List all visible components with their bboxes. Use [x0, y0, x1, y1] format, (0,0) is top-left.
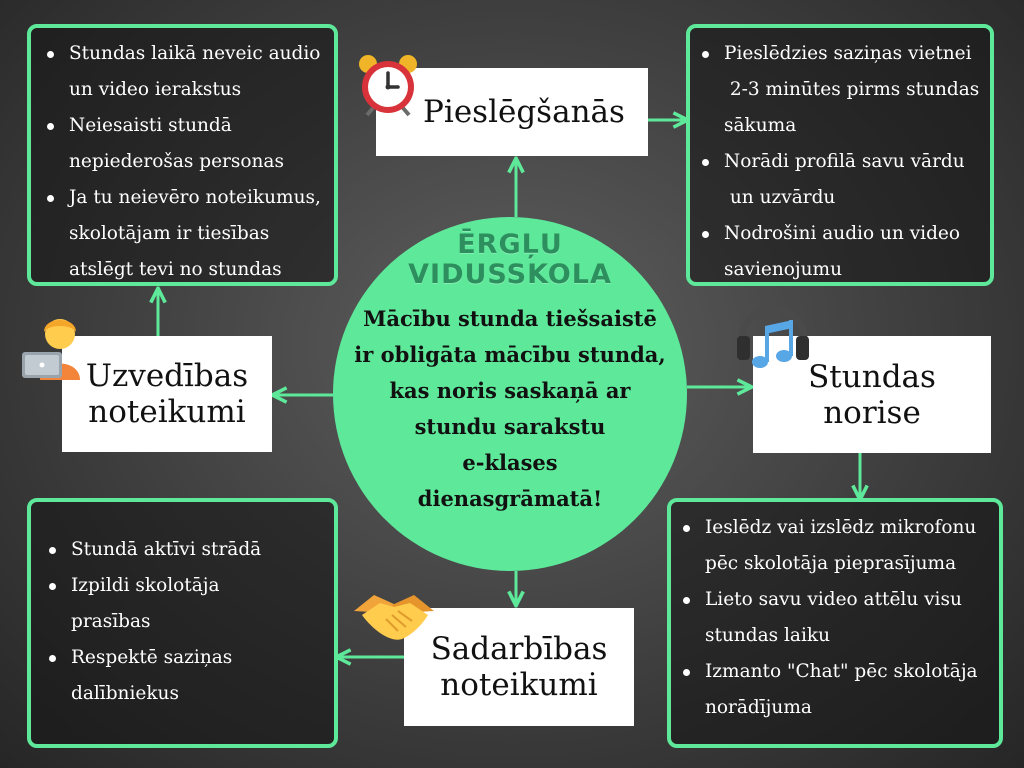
label-text: Pieslēgšanās	[423, 94, 625, 130]
list-item: Pieslēdzies saziņas vietnei 2-3 minūtes …	[694, 36, 986, 144]
label-uzvedibas-noteikumi: Uzvedības noteikumi	[62, 336, 272, 452]
message-line: Mācību stunda tiešsaistē	[363, 306, 657, 331]
center-message: Mācību stunda tiešsaistē ir obligāta māc…	[333, 301, 687, 517]
list-item: Norādi profilā savu vārdu un uzvārdu	[694, 144, 986, 216]
handshake-icon	[354, 595, 434, 640]
label-text: Uzvedības	[85, 358, 249, 394]
label-sadarbibas-noteikumi: Sadarbības noteikumi	[404, 608, 634, 726]
person-laptop-icon	[22, 319, 80, 380]
label-text: norise	[823, 394, 921, 431]
panel-top-right: Pieslēdzies saziņas vietnei 2-3 minūtes …	[686, 24, 994, 286]
school-name-line2: VIDUSSKOLA	[408, 259, 612, 290]
message-line: e-klases	[462, 450, 558, 475]
school-name-line1: ĒRGĻU	[457, 229, 563, 260]
message-line: ir obligāta mācību stunda,	[354, 342, 666, 367]
label-stundas-norise: Stundas norise	[753, 336, 991, 453]
list-item: Stundā aktīvi strādā	[41, 532, 328, 568]
headphones-music-icon	[737, 305, 809, 368]
alarm-clock-icon	[359, 55, 417, 117]
panel-list: Pieslēdzies saziņas vietnei 2-3 minūtes …	[694, 36, 986, 288]
message-line: stundu sarakstu	[414, 414, 606, 439]
list-item: Ja tu neievēro noteikumus,skolotājam ir …	[39, 180, 328, 288]
label-text: Sadarbības	[430, 631, 608, 667]
label-text: Stundas	[808, 358, 936, 395]
message-line: dienasgrāmatā!	[417, 486, 603, 511]
label-pieslegsanas: Pieslēgšanās	[376, 68, 648, 156]
center-circle: ĒRGĻU VIDUSSKOLA Mācību stunda tiešsaist…	[333, 217, 687, 571]
label-text: noteikumi	[88, 394, 246, 430]
message-line: kas noris saskaņā ar	[389, 378, 631, 403]
label-text: noteikumi	[440, 667, 598, 703]
